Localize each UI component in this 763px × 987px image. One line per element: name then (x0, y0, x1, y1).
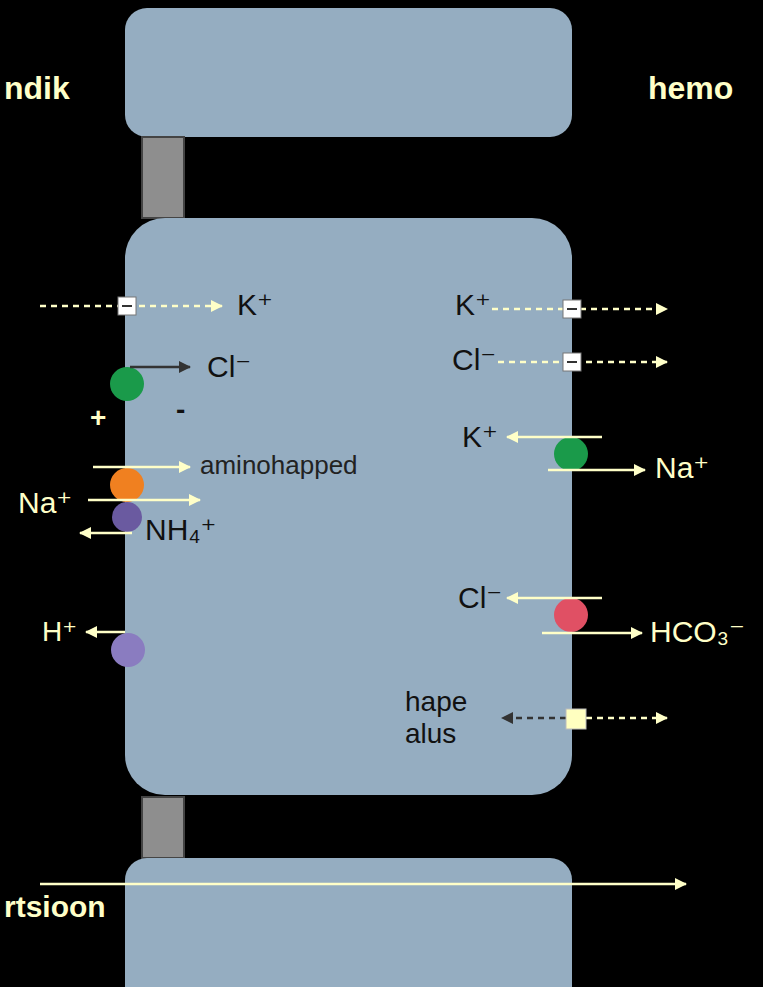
ion-label: NH₄⁺ (145, 515, 216, 545)
exchanger-symbol (554, 598, 588, 632)
tight-junction (142, 137, 184, 218)
transport-arrow (86, 631, 125, 634)
ion-label: K⁺ (237, 290, 273, 320)
channel-mark (122, 305, 132, 307)
region-label: rtsioon (4, 892, 106, 922)
substance-label: aminohapped (200, 452, 358, 478)
neighbour-cell (125, 858, 572, 987)
ion-label: Cl⁻ (458, 583, 502, 613)
channel-arrow (498, 361, 667, 364)
transport-arrow (130, 366, 190, 369)
region-label: ndik (4, 72, 70, 104)
transport-arrow (80, 532, 132, 535)
channel-arrow (40, 305, 222, 308)
transport-arrow (93, 466, 190, 469)
substance-label: hape alus (405, 686, 485, 750)
transporter-symbol (112, 502, 142, 532)
transport-arrow (542, 632, 642, 635)
tight-junction (142, 797, 184, 858)
neighbour-cell (125, 8, 572, 137)
channel-mark (567, 361, 577, 363)
transport-arrow (507, 597, 602, 600)
paracellular-arrow (40, 883, 686, 886)
ion-label: Na⁺ (655, 453, 709, 483)
pump-symbol (554, 437, 588, 471)
polarity-sign: - (176, 396, 185, 424)
transporter-symbol (110, 468, 144, 502)
region-label: hemo (648, 72, 733, 104)
cell-body (125, 218, 572, 795)
ion-label: HCO₃⁻ (650, 617, 745, 647)
channel-symbol (563, 300, 581, 318)
channel-symbol (563, 353, 581, 371)
ion-label: K⁺ (462, 422, 498, 452)
transporter-symbol (566, 709, 586, 729)
ion-label: H⁺ (42, 618, 77, 646)
transport-arrow (88, 499, 200, 502)
channel-mark (567, 308, 577, 310)
ion-label: K⁺ (455, 290, 491, 320)
transport-arrow (502, 717, 566, 720)
transport-arrow (586, 717, 667, 720)
ion-label: Na⁺ (18, 488, 72, 518)
transport-arrow (548, 469, 645, 472)
cell-box: K⁺Cl⁻-aminohappedNH₄⁺K⁺Cl⁻K⁺Cl⁻hape alus (125, 218, 572, 795)
ion-label: Cl⁻ (207, 352, 251, 382)
channel-symbol (118, 297, 136, 315)
pump-symbol (111, 633, 145, 667)
ion-label: Cl⁻ (452, 345, 496, 375)
cell-outline (125, 218, 572, 795)
transport-arrow (507, 436, 602, 439)
transporter-symbol (110, 367, 144, 401)
polarity-sign: + (90, 404, 106, 432)
